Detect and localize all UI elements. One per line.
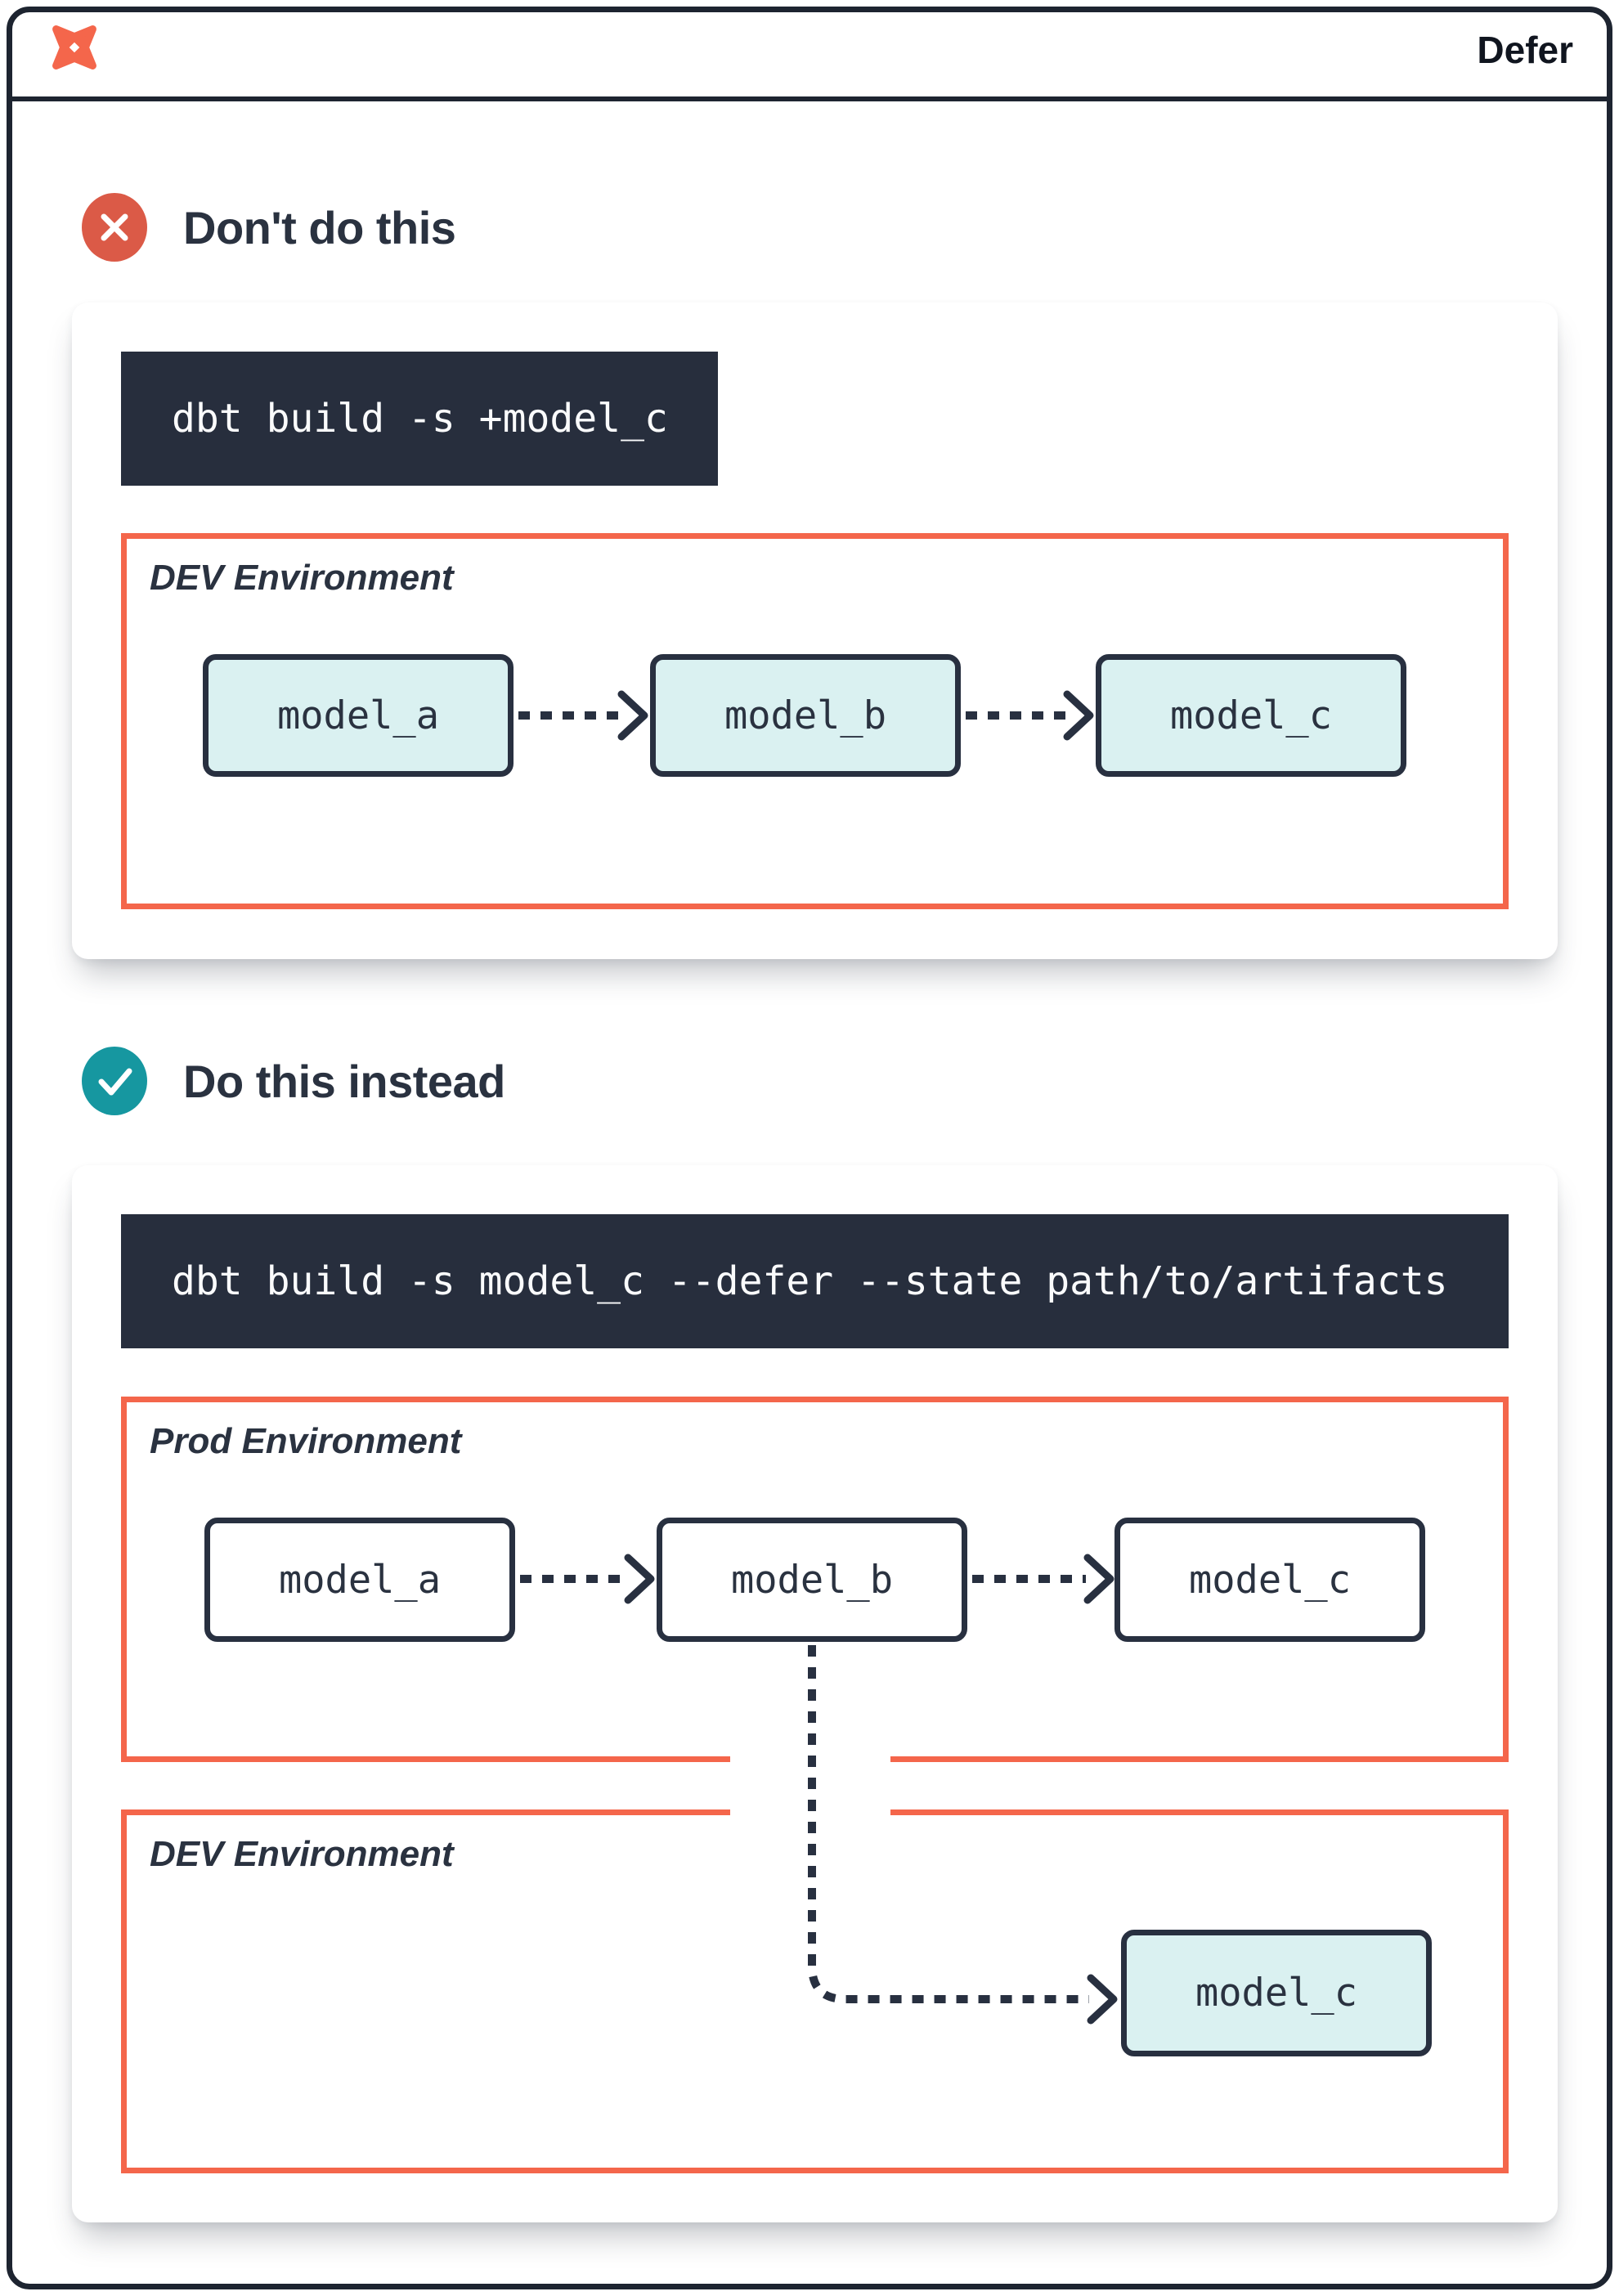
check-icon xyxy=(98,1068,132,1096)
model-c-label: model_c xyxy=(1169,693,1333,738)
dev-model-box-model-c: model_c xyxy=(1121,1930,1432,2056)
prod-model-b-label: model_b xyxy=(730,1557,894,1603)
model-box-model-b: model_b xyxy=(650,654,961,777)
model-b-label: model_b xyxy=(724,693,887,738)
dev-model-c-label: model_c xyxy=(1195,1971,1358,2016)
section-do-header: Do this instead xyxy=(82,1047,505,1115)
prod-model-a-label: model_a xyxy=(278,1557,442,1603)
dev-environment-label-1: DEV Environment xyxy=(150,558,454,598)
titlebar-divider xyxy=(12,96,1607,101)
dont-command-block: dbt build -s +model_c xyxy=(121,352,718,486)
x-icon xyxy=(101,213,128,241)
prod-model-box-model-a: model_a xyxy=(204,1518,515,1642)
model-box-model-c: model_c xyxy=(1096,654,1406,777)
section-dont-header: Don't do this xyxy=(82,193,456,262)
dont-command-text: dbt build -s +model_c xyxy=(172,396,668,442)
section-dont-title: Don't do this xyxy=(183,201,456,253)
prod-model-box-model-c: model_c xyxy=(1114,1518,1425,1642)
section-do-title: Do this instead xyxy=(183,1055,505,1107)
dbt-logo-icon xyxy=(52,25,96,70)
model-a-label: model_a xyxy=(276,693,440,738)
dev-environment-box-1 xyxy=(121,533,1509,909)
do-command-text: dbt build -s model_c --defer --state pat… xyxy=(172,1258,1448,1304)
prod-model-box-model-b: model_b xyxy=(657,1518,967,1642)
prod-model-c-label: model_c xyxy=(1188,1557,1352,1603)
page-title: Defer xyxy=(1477,29,1573,71)
dev-environment-label-2: DEV Environment xyxy=(150,1834,454,1874)
model-box-model-a: model_a xyxy=(203,654,514,777)
prod-environment-label: Prod Environment xyxy=(150,1421,462,1461)
check-circle-icon xyxy=(82,1047,147,1115)
x-circle-icon xyxy=(82,193,147,262)
do-command-block: dbt build -s model_c --defer --state pat… xyxy=(121,1214,1509,1348)
